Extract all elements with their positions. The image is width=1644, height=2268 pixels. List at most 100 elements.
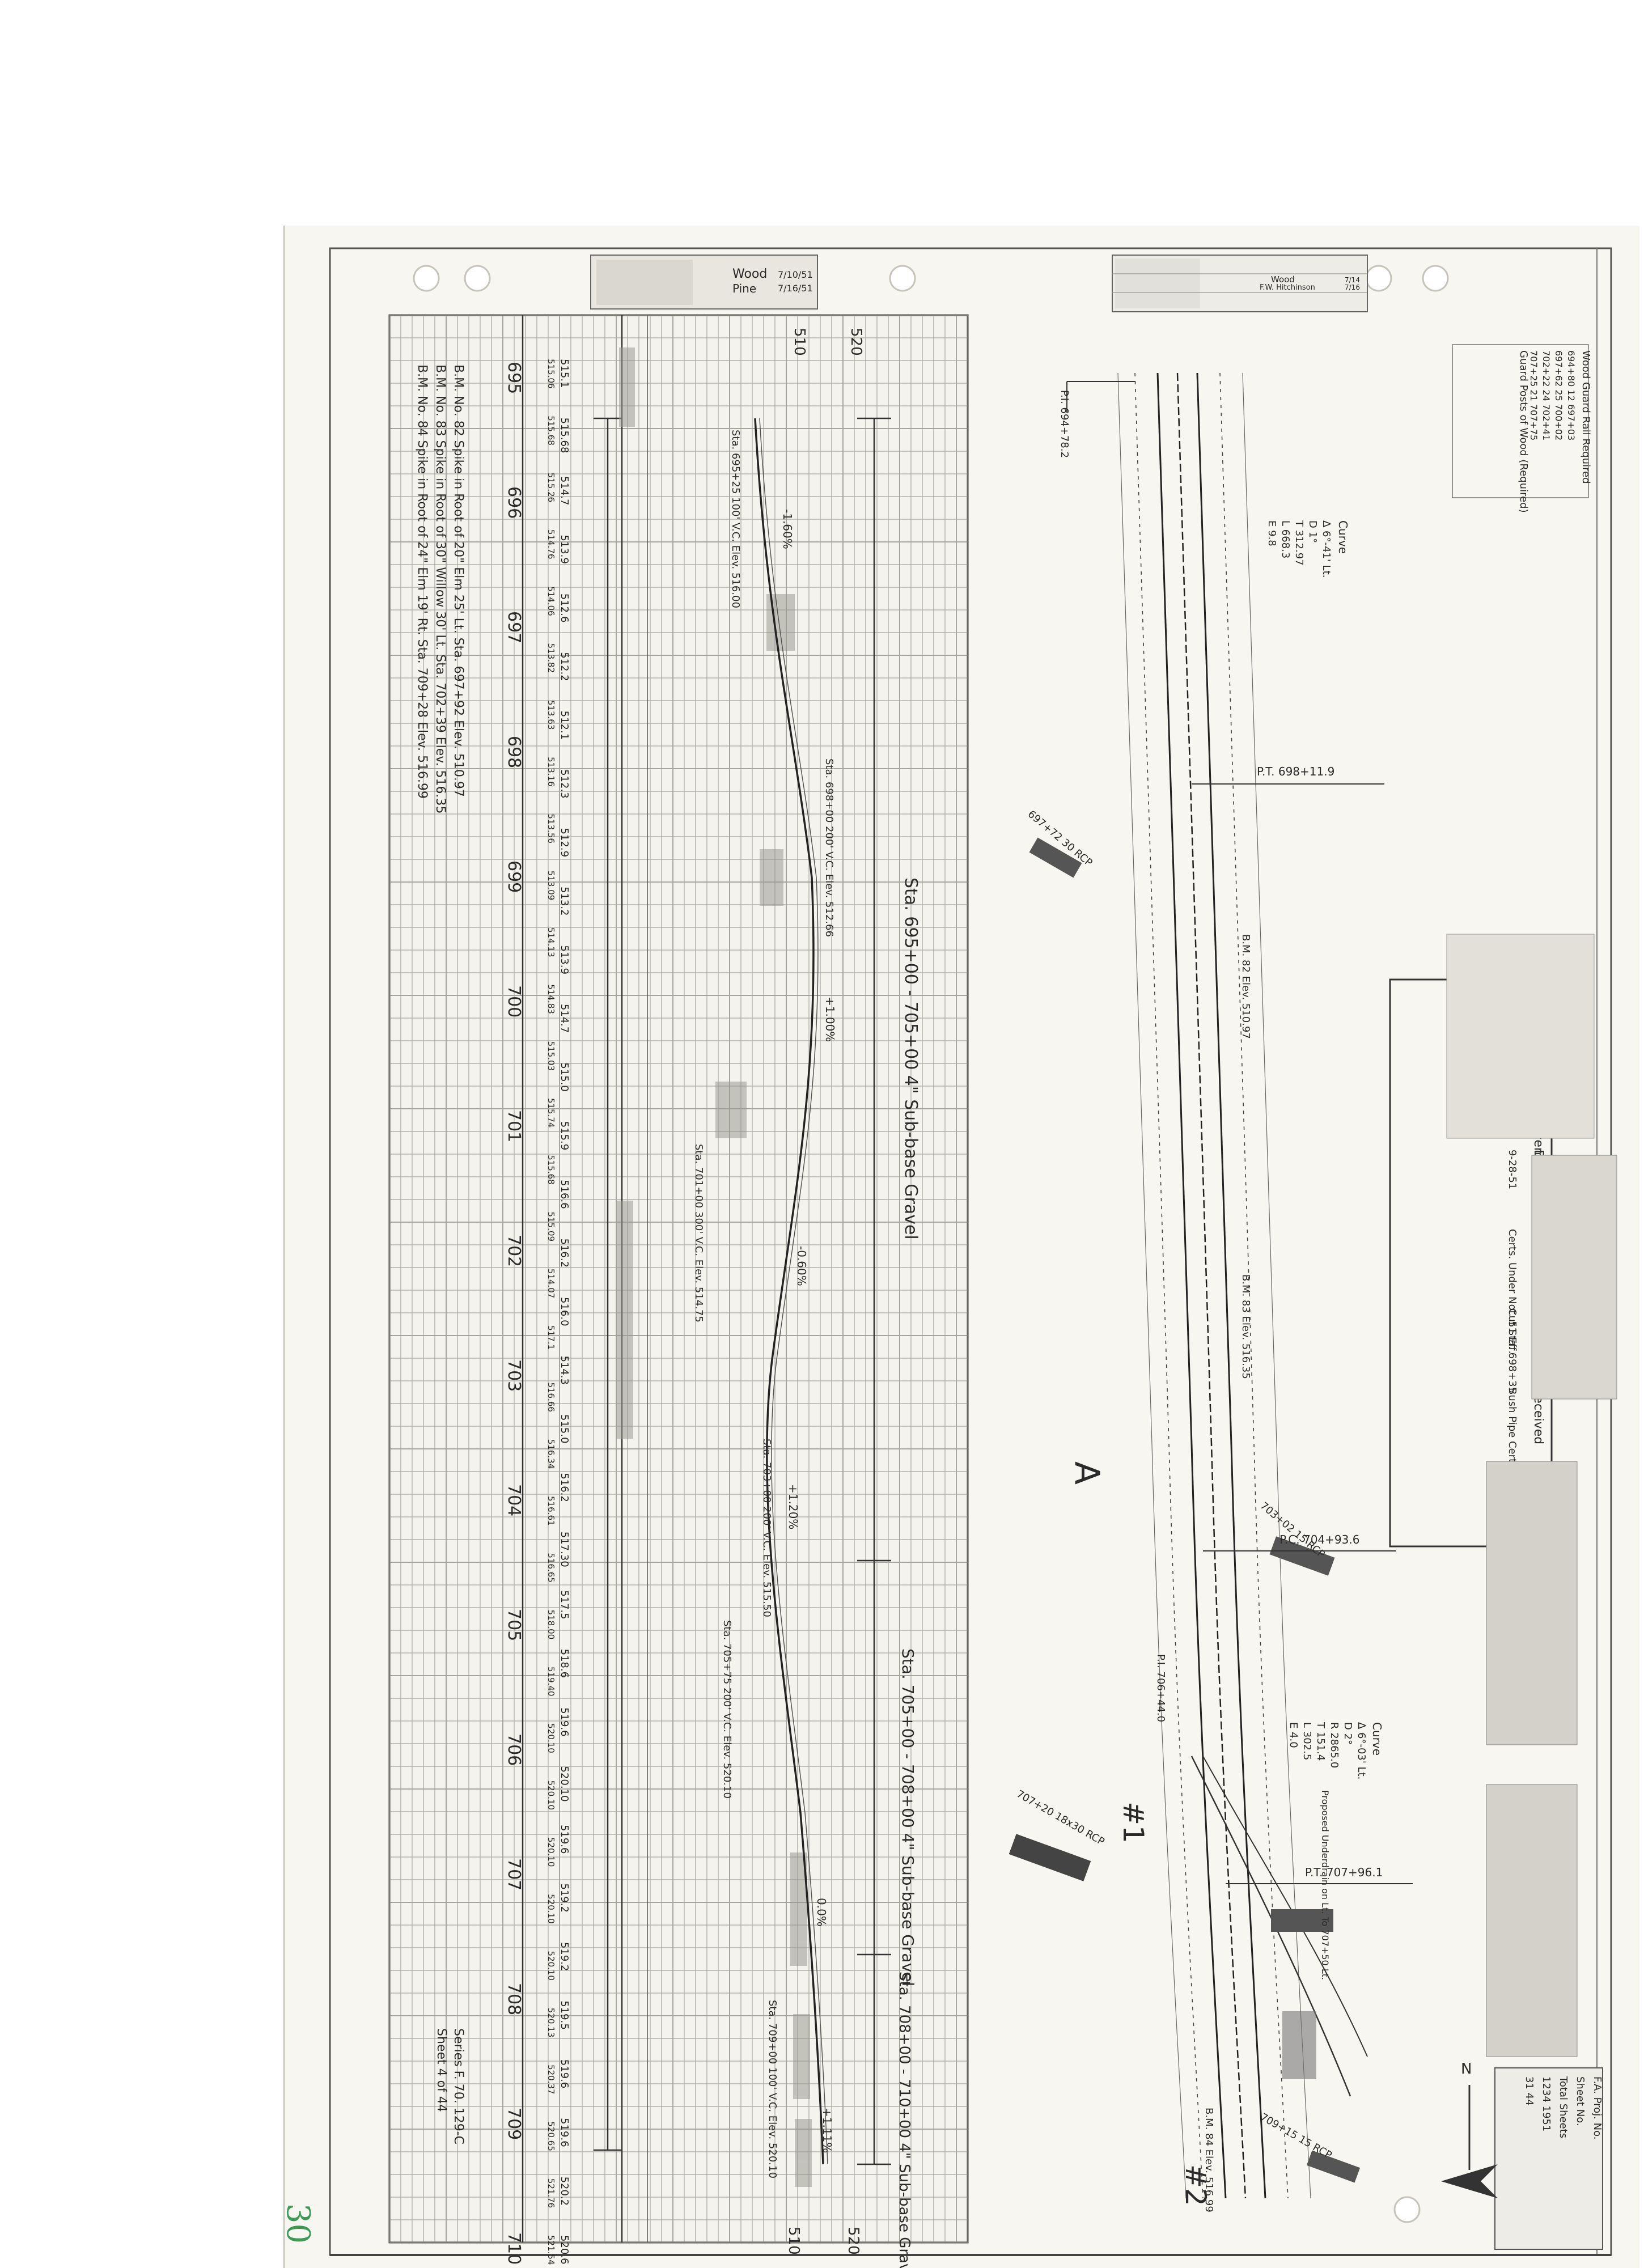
svg-text:B.M. No. 82 Spike in Root of: B.M. No. 82 Spike in Root of 20" Elm 25'… bbox=[451, 364, 465, 797]
elevation-top-value: 513.2 bbox=[558, 887, 570, 916]
elevation-bottom-value: 513.63 bbox=[546, 700, 556, 730]
elevation-bottom-value: 521.54 bbox=[546, 2235, 556, 2265]
bm82-plan-label: B.M. 82 Elev. 510.97 bbox=[1240, 934, 1252, 1039]
elevation-bottom-value: 515.09 bbox=[546, 1212, 556, 1242]
elevation-top-value: 512.6 bbox=[558, 594, 570, 623]
svg-text:516.6: 516.6 bbox=[558, 1180, 570, 1209]
station-number: 696 bbox=[504, 486, 524, 519]
svg-text:520.10: 520.10 bbox=[558, 1766, 570, 1802]
sheet-number-block: F.A. Proj. No.Sheet No.Total Sheets1234 … bbox=[1494, 2067, 1603, 2250]
svg-text:515.9: 515.9 bbox=[558, 1121, 570, 1151]
elevation-bottom-value: 514.07 bbox=[546, 1269, 556, 1299]
wood-guard-rail-table: Wood Guard Rail Required Guard Posts of … bbox=[1452, 344, 1592, 513]
elev-label-510-bottom: 510 bbox=[785, 2227, 802, 2255]
svg-text:520: 520 bbox=[845, 2227, 862, 2255]
vc-note-2: Sta. 698+00 200' V.C. Elev. 512.66 bbox=[823, 758, 835, 937]
svg-text:700: 700 bbox=[504, 985, 524, 1018]
elevation-bottom-value: 515.06 bbox=[546, 359, 556, 389]
svg-text:A: A bbox=[1067, 1461, 1107, 1485]
sheet-block-line: F.A. Proj. No. bbox=[1591, 2076, 1603, 2140]
svg-text:704: 704 bbox=[504, 1484, 524, 1516]
elevation-top-value: 515.1 bbox=[558, 359, 570, 388]
svg-text:519.6: 519.6 bbox=[558, 1707, 570, 1737]
svg-text:D 1°: D 1° bbox=[1307, 520, 1319, 543]
svg-text:708: 708 bbox=[504, 1983, 524, 2015]
svg-text:706: 706 bbox=[504, 1733, 524, 1766]
pt-1-label: P.T. 698+11.9 bbox=[1257, 765, 1334, 778]
svg-text:519.2: 519.2 bbox=[558, 1942, 570, 1972]
svg-text:Sheet 4 of 44: Sheet 4 of 44 bbox=[434, 2028, 448, 2112]
svg-text:516.2: 516.2 bbox=[558, 1473, 570, 1502]
profile-ground-line bbox=[759, 418, 828, 2165]
title-block-date1: 7/10/51 bbox=[778, 269, 813, 280]
vc-note-3: Sta. 701+00 300' V.C. Elev. 514.75 bbox=[693, 1144, 705, 1322]
station-number: 703 bbox=[504, 1359, 524, 1392]
svg-text:516.2: 516.2 bbox=[558, 1239, 570, 1268]
svg-text:695: 695 bbox=[504, 362, 524, 394]
sheet-block-line: Sheet No. bbox=[1574, 2076, 1586, 2126]
elevation-bottom-value: 514.83 bbox=[546, 984, 556, 1014]
station-column: 6956966976986997007017027037047057067077… bbox=[504, 362, 524, 2265]
paving-cell: 9-28-51 bbox=[1506, 1150, 1518, 1189]
svg-text:521.54: 521.54 bbox=[546, 2235, 556, 2265]
elevation-top-value: 519.6 bbox=[558, 2059, 570, 2089]
svg-text:518.6: 518.6 bbox=[558, 1649, 570, 1678]
svg-text:Sta. 708+00 - 710+00 4" Sub-ba: Sta. 708+00 - 710+00 4" Sub-base Gravel bbox=[896, 1972, 913, 2268]
svg-text:512.9: 512.9 bbox=[558, 828, 570, 858]
segment-dimension-lines bbox=[594, 417, 891, 2165]
elevation-bottom-value: 516.65 bbox=[546, 1553, 556, 1583]
elevation-bottom-value: 520.10 bbox=[546, 1837, 556, 1867]
svg-text:Series F. 70. 129-C: Series F. 70. 129-C bbox=[451, 2028, 465, 2144]
elevation-top-value: 520.6 bbox=[558, 2235, 570, 2265]
title-block-line1: Wood bbox=[732, 267, 767, 281]
svg-text:519.6: 519.6 bbox=[558, 2059, 570, 2089]
svg-text:515.26: 515.26 bbox=[546, 473, 556, 503]
vc-note-4: Sta. 703+00 200' V.C. Elev. 515.50 bbox=[761, 1439, 773, 1617]
title-block-top-right: Wood F.W. Hitchinson 7/14 7/16 bbox=[1112, 255, 1368, 312]
svg-text:519.5: 519.5 bbox=[558, 2000, 570, 2030]
station-a-marker: A bbox=[1067, 1461, 1107, 1485]
elevation-bottom-value: 517.1 bbox=[546, 1325, 556, 1350]
svg-text:514.06: 514.06 bbox=[546, 586, 556, 616]
elevation-top-value: 515.0 bbox=[558, 1062, 570, 1092]
elevation-bottom-value: 516.61 bbox=[546, 1496, 556, 1526]
svg-text:699: 699 bbox=[504, 860, 524, 893]
drawing-sheet: Wood Pine 7/10/51 7/16/51 Wood F.W. Hitc… bbox=[283, 226, 1639, 2268]
grade-label-1: -1.60% bbox=[781, 509, 794, 549]
svg-text:517.5: 517.5 bbox=[558, 1590, 570, 1620]
marker-1: #1 bbox=[1117, 1801, 1150, 1843]
svg-text:B.M. No. 83 Spike in Root of: B.M. No. 83 Spike in Root of 30" Willow … bbox=[433, 364, 447, 814]
svg-text:E 4.0: E 4.0 bbox=[1287, 1722, 1299, 1748]
bm84-plan-label: B.M. 84 Elev. 516.99 bbox=[1203, 2108, 1215, 2212]
pi-2-label: P.I. 706+44.0 bbox=[1155, 1654, 1167, 1722]
elevation-column-bottom: 515.06515.68515.26514.76514.06513.82513.… bbox=[546, 359, 556, 2265]
sheet-block-line: 31 44 bbox=[1523, 2076, 1535, 2106]
profile-grade-line bbox=[754, 418, 824, 2165]
elevation-column-top: 515.1515.68514.7513.9512.6512.2512.1512.… bbox=[558, 359, 570, 2265]
title-block-wood: Wood bbox=[1271, 274, 1295, 285]
svg-text:710: 710 bbox=[504, 2232, 524, 2265]
title-block-date2: 7/16/51 bbox=[778, 283, 813, 294]
svg-text:520.13: 520.13 bbox=[546, 2008, 556, 2038]
elevation-bottom-value: 516.34 bbox=[546, 1439, 556, 1469]
bm83-plan-label: B.M. 83 Elev. 516.35 bbox=[1240, 1274, 1252, 1379]
svg-text:516.65: 516.65 bbox=[546, 1553, 556, 1583]
svg-text:513.82: 513.82 bbox=[546, 643, 556, 673]
shaded-reference-tables bbox=[1446, 934, 1617, 2057]
elevation-top-value: 519.6 bbox=[558, 2118, 570, 2147]
curve-2-data: Curve Δ 6°-03' Lt. D 2° R 2865.0 T 151.4… bbox=[1287, 1722, 1384, 1779]
series-label: Series F. 70. 129-C bbox=[451, 2028, 465, 2144]
svg-text:513.2: 513.2 bbox=[558, 887, 570, 916]
svg-text:514.3: 514.3 bbox=[558, 1355, 570, 1385]
station-number: 707 bbox=[504, 1858, 524, 1890]
grid-lines bbox=[389, 315, 968, 2243]
svg-text:#2: #2 bbox=[1179, 2164, 1212, 2206]
svg-text:512.3: 512.3 bbox=[558, 769, 570, 799]
svg-text:Δ 6°-03' Lt.: Δ 6°-03' Lt. bbox=[1355, 1722, 1367, 1779]
svg-text:Sta. 705+00 - 708+00 4" Sub-ba: Sta. 705+00 - 708+00 4" Sub-base Gravel bbox=[899, 1648, 917, 1986]
paving-cell: Bush Pipe Certs. bbox=[1506, 1388, 1518, 1471]
elevation-top-value: 516.2 bbox=[558, 1473, 570, 1502]
svg-text:P.T. 698+11.9: P.T. 698+11.9 bbox=[1257, 765, 1334, 778]
svg-text:P.C. 704+93.6: P.C. 704+93.6 bbox=[1279, 1533, 1359, 1546]
svg-text:709+15 15 RCP: 709+15 15 RCP bbox=[1259, 2111, 1334, 2161]
